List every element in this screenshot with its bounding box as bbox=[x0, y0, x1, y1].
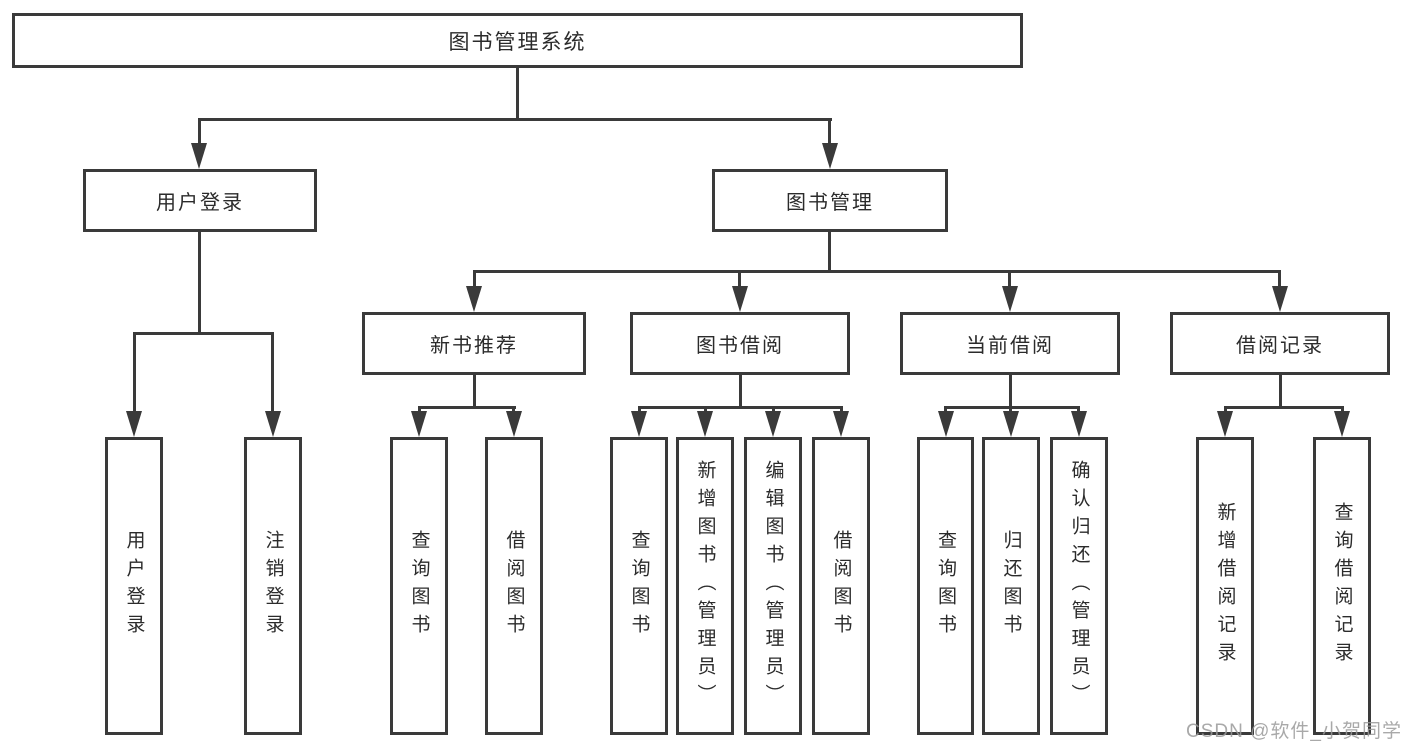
connector-line bbox=[704, 406, 707, 414]
arrow-down-icon bbox=[126, 411, 142, 437]
node-book-management: 图书管理 bbox=[712, 169, 948, 232]
arrow-down-icon bbox=[1071, 411, 1087, 437]
connector-line bbox=[1278, 270, 1281, 288]
connector-line bbox=[1224, 406, 1227, 414]
connector-line bbox=[1341, 406, 1344, 414]
connector-line bbox=[739, 375, 742, 408]
connector-line bbox=[512, 406, 515, 414]
arrow-down-icon bbox=[765, 411, 781, 437]
watermark: CSDN @软件_小贺同学 bbox=[1186, 721, 1402, 742]
connector-line bbox=[1279, 375, 1282, 408]
leaf-bb-add-book-admin: 新增图书（管理员） bbox=[676, 437, 734, 735]
leaf-user-login: 用户登录 bbox=[105, 437, 163, 735]
arrow-down-icon bbox=[1002, 286, 1018, 312]
node-borrow-record: 借阅记录 bbox=[1170, 312, 1390, 375]
node-user-login: 用户登录 bbox=[83, 169, 317, 232]
connector-line bbox=[1008, 270, 1011, 288]
connector-line bbox=[516, 68, 519, 120]
arrow-down-icon bbox=[822, 143, 838, 169]
node-book-borrow: 图书借阅 bbox=[630, 312, 850, 375]
connector-line bbox=[198, 118, 201, 146]
arrow-down-icon bbox=[411, 411, 427, 437]
connector-line bbox=[473, 375, 476, 408]
connector-line bbox=[638, 406, 843, 409]
arrow-down-icon bbox=[1003, 411, 1019, 437]
connector-line bbox=[828, 118, 831, 146]
connector-line bbox=[473, 270, 476, 288]
arrow-down-icon bbox=[1217, 411, 1233, 437]
leaf-cb-query-book: 查询图书 bbox=[917, 437, 974, 735]
leaf-logout: 注销登录 bbox=[244, 437, 302, 735]
leaf-cb-return-book: 归还图书 bbox=[982, 437, 1040, 735]
connector-line bbox=[1009, 406, 1012, 414]
leaf-nb-borrow-book: 借阅图书 bbox=[485, 437, 543, 735]
connector-line bbox=[840, 406, 843, 414]
node-root: 图书管理系统 bbox=[12, 13, 1023, 68]
arrow-down-icon bbox=[938, 411, 954, 437]
connector-line bbox=[738, 270, 741, 288]
leaf-br-query-record: 查询借阅记录 bbox=[1313, 437, 1371, 735]
connector-line bbox=[1077, 406, 1080, 414]
connector-line bbox=[828, 232, 831, 272]
leaf-bb-query-book: 查询图书 bbox=[610, 437, 668, 735]
connector-line bbox=[133, 332, 274, 335]
arrow-down-icon bbox=[732, 286, 748, 312]
leaf-bb-borrow-book: 借阅图书 bbox=[812, 437, 870, 735]
arrow-down-icon bbox=[506, 411, 522, 437]
connector-line bbox=[1224, 406, 1343, 409]
connector-line bbox=[1009, 375, 1012, 408]
connector-line bbox=[772, 406, 775, 414]
leaf-bb-edit-book-admin: 编辑图书（管理员） bbox=[744, 437, 802, 735]
arrow-down-icon bbox=[191, 143, 207, 169]
node-current-borrow: 当前借阅 bbox=[900, 312, 1120, 375]
connector-line bbox=[198, 232, 201, 334]
connector-line bbox=[271, 332, 274, 413]
connector-line bbox=[638, 406, 641, 414]
node-new-book-recommend: 新书推荐 bbox=[362, 312, 586, 375]
arrow-down-icon bbox=[466, 286, 482, 312]
arrow-down-icon bbox=[697, 411, 713, 437]
leaf-cb-confirm-return-admin: 确认归还（管理员） bbox=[1050, 437, 1108, 735]
arrow-down-icon bbox=[1272, 286, 1288, 312]
connector-line bbox=[198, 118, 832, 121]
connector-line bbox=[133, 332, 136, 413]
arrow-down-icon bbox=[631, 411, 647, 437]
connector-line bbox=[945, 406, 1080, 409]
arrow-down-icon bbox=[833, 411, 849, 437]
leaf-nb-query-book: 查询图书 bbox=[390, 437, 448, 735]
arrow-down-icon bbox=[265, 411, 281, 437]
connector-line bbox=[473, 270, 1281, 273]
connector-line bbox=[418, 406, 516, 409]
connector-line bbox=[944, 406, 947, 414]
arrow-down-icon bbox=[1334, 411, 1350, 437]
leaf-br-add-record: 新增借阅记录 bbox=[1196, 437, 1254, 735]
connector-line bbox=[418, 406, 421, 414]
